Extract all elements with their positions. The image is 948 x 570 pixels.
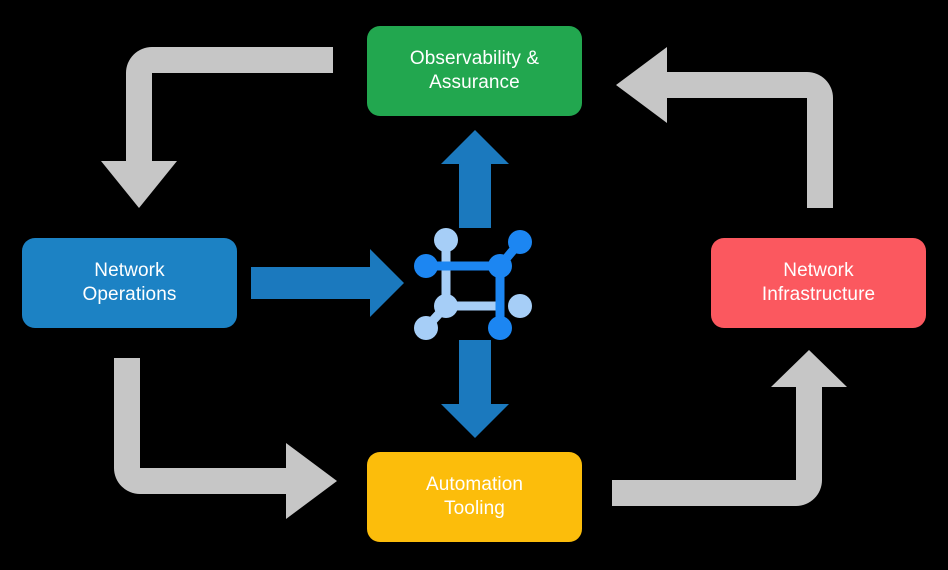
connector-automation-to-infrastructure <box>612 350 847 506</box>
connector-observability-to-operations <box>101 47 333 208</box>
connector-operations-to-center <box>251 249 404 317</box>
connector-center-to-automation <box>441 340 509 438</box>
node-label: Observability &Assurance <box>409 47 540 93</box>
network-topology-icon <box>414 228 532 340</box>
node-observability-assurance[interactable]: Observability &Assurance <box>367 26 582 116</box>
connector-center-to-observability <box>441 130 509 228</box>
connector-infrastructure-to-observability <box>616 47 833 208</box>
connector-operations-to-automation <box>114 358 337 519</box>
